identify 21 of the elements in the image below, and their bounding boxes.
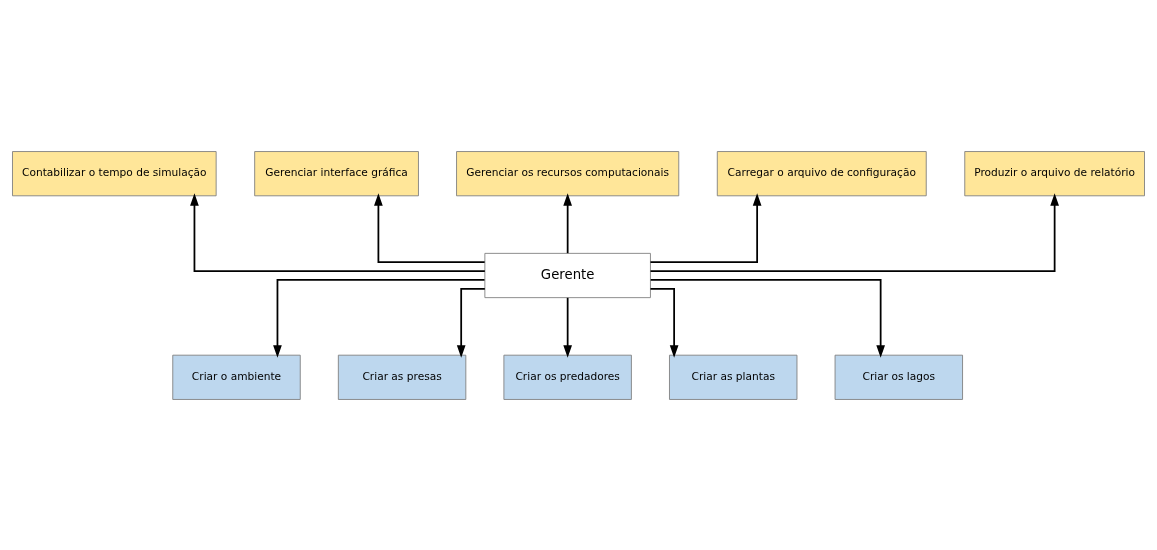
node-box: Gerenciar interface gráfica [254,150,419,196]
node-box: Gerenciar os recursos computacionais [456,150,680,196]
node-box: Criar o ambiente [172,354,301,400]
arrow [649,192,762,263]
arrow [273,278,486,358]
node-box: Criar as plantas [669,354,798,400]
arrow [563,192,572,254]
arrow [649,287,679,358]
node-box: Carregar o arquivo de configuração [716,150,927,196]
arrow [649,192,1059,272]
arrow [374,192,486,263]
arrow [649,278,885,358]
node-box: Criar os predadores [503,354,632,400]
arrow [563,296,572,358]
arrow [456,287,486,358]
node-box: Criar os lagos [834,354,963,400]
node-box: Contabilizar o tempo de simulação [12,150,217,196]
node-box: Produzir o arquivo de relatório [964,150,1145,196]
node-box: Criar as presas [337,354,467,400]
node-box: Gerente [484,252,651,298]
arrow [190,192,486,272]
